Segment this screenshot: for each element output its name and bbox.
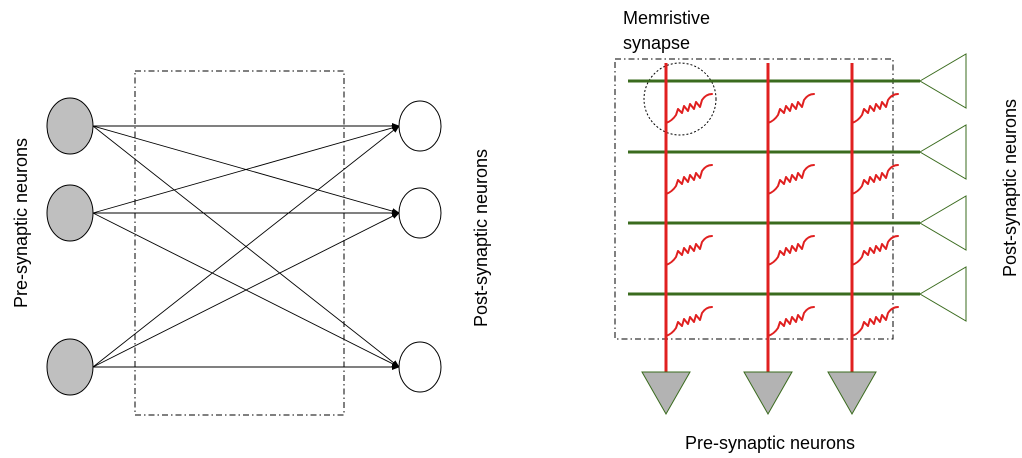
memristor-1-2 (767, 93, 815, 124)
pre-neuron-triangle-3 (827, 371, 877, 416)
crossbar-array (628, 53, 967, 416)
memristive-label-line2: synapse (623, 33, 690, 53)
pre-neuron-triangle-2 (743, 371, 793, 416)
left-post-label: Post-synaptic neurons (471, 149, 491, 327)
pre-neuron-triangle-1 (641, 371, 691, 416)
post-neuron-2 (398, 187, 442, 239)
left-synapse-box (134, 70, 345, 416)
memristive-synapse-highlight (643, 62, 717, 136)
connection-2-1 (92, 125, 400, 214)
right-pre-label: Pre-synaptic neurons (685, 433, 855, 453)
memristor-3-3 (851, 235, 899, 266)
left-connections (92, 123, 400, 370)
post-neuron-3 (398, 341, 442, 393)
pre-neuron-1 (46, 97, 94, 155)
post-neuron-1 (398, 100, 442, 152)
crossbar-box (614, 58, 894, 340)
connection-3-1 (92, 125, 400, 368)
right-post-label: Post-synaptic neurons (1000, 99, 1020, 277)
pre-neuron-2 (46, 184, 94, 242)
right-crossbar-diagram: Memristive synapse Pre-synaptic neurons … (614, 8, 1020, 453)
pre-neuron-3 (46, 338, 94, 396)
memristor-3-2 (767, 235, 815, 266)
connection-3-2 (92, 212, 400, 368)
memristor-2-2 (767, 164, 815, 195)
memristor-4-3 (851, 306, 899, 337)
memristive-label-line1: Memristive (623, 8, 710, 28)
memristor-1-3 (851, 93, 899, 124)
memristor-1-1 (665, 93, 713, 124)
memristor-4-2 (767, 306, 815, 337)
memristor-4-1 (665, 306, 713, 337)
post-neuron-triangle-2 (919, 124, 967, 180)
memristor-3-1 (665, 235, 713, 266)
memristor-2-3 (851, 164, 899, 195)
post-neuron-triangle-3 (919, 195, 967, 251)
post-neuron-triangle-4 (919, 266, 967, 322)
left-network-diagram: Pre-synaptic neurons Post-synaptic neuro… (11, 70, 491, 416)
post-neuron-triangle-1 (919, 53, 967, 109)
memristor-2-1 (665, 164, 713, 195)
left-pre-label: Pre-synaptic neurons (11, 138, 31, 308)
